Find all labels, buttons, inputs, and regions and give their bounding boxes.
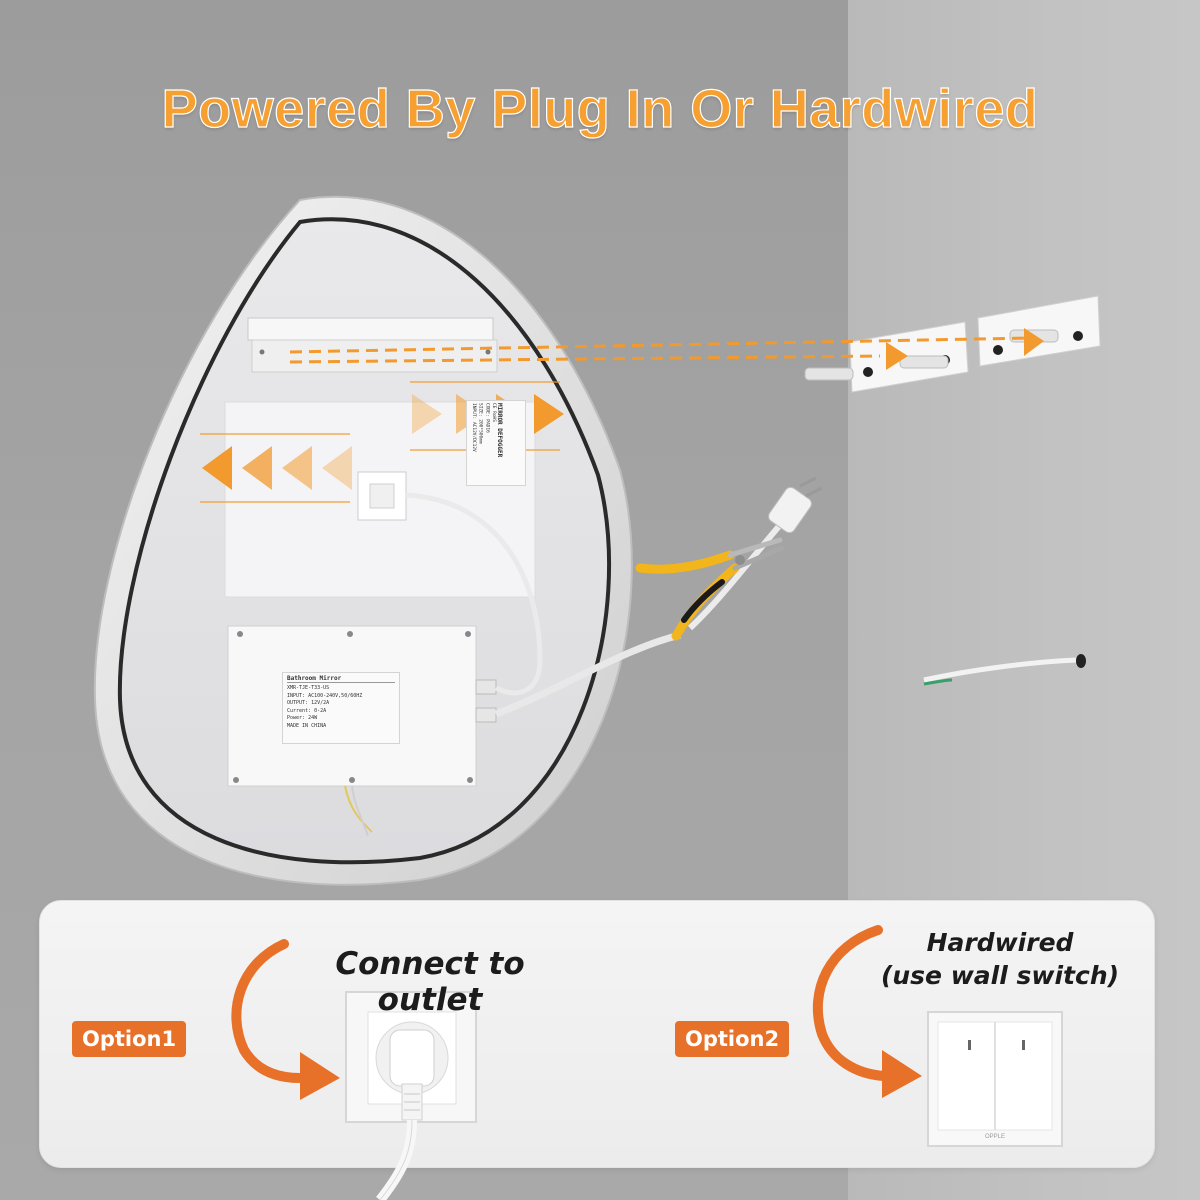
curved-arrow-head-icon [300,1052,340,1100]
wall-wire [923,657,1077,683]
option2-title: Hardwired (use wall switch) [880,926,1120,992]
defogger-label: MIRROR DEFOGGER CE RoHS CODE: PAD16 SIZE… [466,400,526,486]
option2-badge: Option2 [675,1021,790,1057]
curved-arrow-icon [231,939,305,1083]
plug-cord [687,523,783,631]
bracket-arrow-left [886,342,908,370]
wall-switch-icon [927,1011,1063,1147]
mounting-rail-plate [251,339,498,373]
driver-wire [494,631,681,718]
option2-title-line1: Hardwired [926,928,1074,957]
spec-line: INPUT: AC100-240V,50/60HZ [287,692,363,699]
product-spec-label: Bathroom Mirror XMR-TJE-T33-US INPUT: AC… [282,672,400,744]
mirror-scene [93,195,1101,886]
wall-hole [1076,654,1086,668]
wire-stripper-icon [635,537,785,641]
defogger-line: INPUT: AC12V/DC12V [470,403,476,452]
option2-title-line2: (use wall switch) [880,961,1120,990]
option1-title: Connect to outlet [335,946,525,1018]
switch-brand-label: OPPLE [984,1134,1005,1140]
defogger-label-header: MIRROR DEFOGGER [496,403,503,458]
spec-line: Power: 24W [287,715,318,721]
option1-badge: Option1 [72,1021,187,1057]
bracket-arrow-right [1024,328,1044,356]
defogger-line: SIZE: 200*500mm [477,403,483,444]
curved-arrow-head-icon [882,1050,922,1098]
heat-arrows-left [202,446,352,490]
defogger-line: CODE: PAD16 [484,403,490,433]
headline: Powered By Plug In Or Hardwired [161,78,1039,139]
plug-icon [768,486,812,534]
pad-wire [405,492,543,696]
power-outlet-icon [345,991,477,1200]
spec-line: Current: 0-2A [287,707,327,714]
spec-line: OUTPUT: 12V/2A [287,700,330,706]
spec-label-header: Bathroom Mirror [287,675,395,683]
spec-line: MADE IN CHINA [287,722,327,729]
spec-line: XMR-TJE-T33-US [287,685,330,691]
curved-arrow-icon [812,925,889,1081]
defogger-marks: CE RoHS [491,403,496,422]
